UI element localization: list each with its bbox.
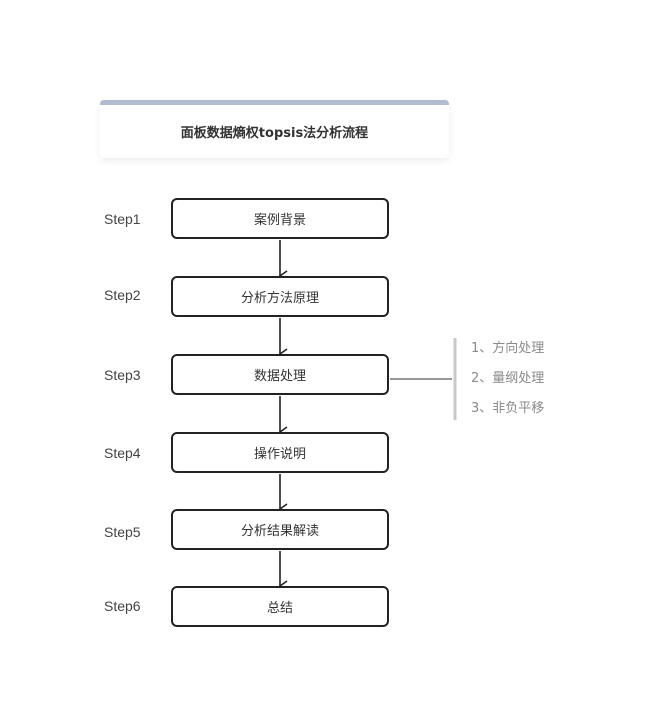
step-text-5: 分析结果解读 [240, 524, 319, 539]
step-label-2: Step2 [104, 287, 141, 303]
step-label-5: Step5 [104, 524, 141, 540]
step-box-5: 分析结果解读 [171, 509, 389, 550]
step-label-3: Step3 [104, 367, 141, 383]
step3-detail-1: 1、方向处理 [471, 341, 545, 356]
title-card: 面板数据熵权topsis法分析流程 [100, 100, 449, 158]
step-text-1: 案例背景 [253, 213, 306, 228]
step3-detail-2: 2、量纲处理 [471, 371, 545, 386]
step3-detail-3: 3、非负平移 [471, 401, 545, 416]
step-text-3: 数据处理 [253, 369, 306, 384]
step-box-3: 数据处理 [171, 354, 389, 395]
step-label-1: Step1 [104, 211, 141, 227]
step-box-6: 总结 [171, 586, 389, 627]
step-box-2: 分析方法原理 [171, 276, 389, 317]
step-label-4: Step4 [104, 445, 141, 461]
step-label-6: Step6 [104, 598, 141, 614]
step-text-6: 总结 [266, 601, 293, 616]
diagram-title: 面板数据熵权topsis法分析流程 [180, 126, 369, 141]
step-text-2: 分析方法原理 [240, 291, 319, 306]
step-box-1: 案例背景 [171, 198, 389, 239]
step-text-4: 操作说明 [253, 447, 306, 462]
step-box-4: 操作说明 [171, 432, 389, 473]
